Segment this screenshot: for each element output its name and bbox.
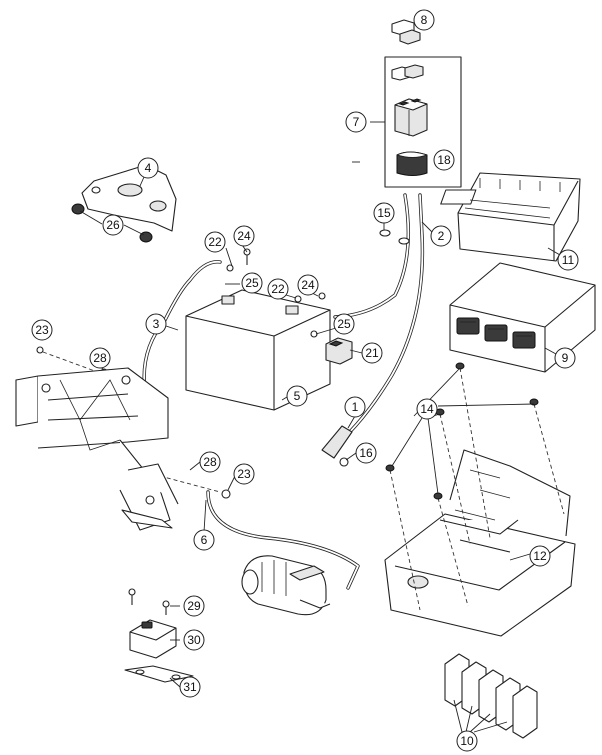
starter-motor-part-6 — [241, 555, 331, 616]
wiring-harness — [142, 193, 425, 590]
callout-14: 14 — [416, 398, 438, 420]
callout-2: 2 — [430, 225, 452, 247]
callout-8: 8 — [413, 9, 435, 31]
svg-text:24: 24 — [237, 229, 251, 243]
callout-28-a: 28 — [89, 347, 111, 369]
fuse-part-8 — [391, 19, 421, 45]
callout-24-b: 24 — [297, 274, 319, 296]
callout-10: 10 — [456, 730, 478, 752]
svg-text:24: 24 — [301, 278, 315, 292]
callout-18: 18 — [433, 149, 455, 171]
terminal-part-16 — [321, 425, 353, 467]
callout-15: 15 — [373, 202, 395, 224]
callout-26: 26 — [102, 214, 124, 236]
callout-4: 4 — [137, 157, 159, 179]
callout-25-a: 25 — [241, 272, 263, 294]
callout-3: 3 — [145, 313, 167, 335]
svg-text:6: 6 — [201, 533, 208, 547]
part-14-guide-lines — [385, 362, 565, 611]
svg-text:26: 26 — [106, 218, 120, 232]
svg-text:29: 29 — [187, 599, 201, 613]
svg-text:28: 28 — [93, 351, 107, 365]
svg-text:10: 10 — [460, 734, 474, 748]
callout-9: 9 — [554, 347, 576, 369]
svg-text:23: 23 — [35, 323, 49, 337]
callout-28-b: 28 — [199, 451, 221, 473]
svg-text:30: 30 — [187, 633, 201, 647]
callout-16: 16 — [355, 442, 377, 464]
svg-text:23: 23 — [237, 467, 251, 481]
svg-text:2: 2 — [438, 229, 445, 243]
bracket-part-4 — [71, 164, 177, 243]
svg-text:4: 4 — [145, 161, 152, 175]
svg-text:28: 28 — [203, 455, 217, 469]
control-unit-part-9 — [449, 262, 596, 373]
callout-24-a: 24 — [233, 225, 255, 247]
callout-25-b: 25 — [333, 313, 355, 335]
callout-12: 12 — [529, 545, 551, 567]
svg-text:22: 22 — [271, 282, 285, 296]
svg-text:22: 22 — [208, 235, 222, 249]
svg-text:3: 3 — [153, 317, 160, 331]
svg-text:15: 15 — [377, 206, 391, 220]
callout-6: 6 — [193, 529, 215, 551]
callout-29: 29 — [183, 595, 205, 617]
callout-30: 30 — [183, 629, 205, 651]
callout-7: 7 — [345, 111, 367, 133]
svg-text:5: 5 — [294, 389, 301, 403]
svg-text:25: 25 — [337, 317, 351, 331]
callout-1: 1 — [344, 396, 366, 418]
frame — [15, 367, 179, 531]
svg-text:1: 1 — [352, 400, 359, 414]
ecu-housing-part-11 — [440, 172, 581, 262]
callout-23-a: 23 — [31, 319, 53, 341]
callout-22-b: 22 — [267, 278, 289, 300]
callout-11: 11 — [557, 249, 579, 271]
svg-text:18: 18 — [437, 153, 451, 167]
svg-text:7: 7 — [353, 115, 360, 129]
svg-text:31: 31 — [183, 680, 197, 694]
fuse-blocks-part-10 — [444, 653, 538, 739]
svg-text:14: 14 — [420, 402, 434, 416]
svg-text:16: 16 — [359, 446, 373, 460]
callout-23-b: 23 — [233, 463, 255, 485]
callout-21: 21 — [361, 342, 383, 364]
fasteners — [36, 229, 410, 615]
callout-31: 31 — [179, 676, 201, 698]
callout-22-a: 22 — [204, 231, 226, 253]
svg-text:9: 9 — [562, 351, 569, 365]
svg-text:21: 21 — [365, 346, 379, 360]
connector-part-21 — [325, 337, 353, 365]
battery-tray-part-12 — [384, 449, 576, 637]
svg-text:11: 11 — [562, 253, 575, 267]
regulator-part-30 — [124, 619, 194, 683]
svg-text:8: 8 — [421, 13, 428, 27]
callout-5: 5 — [286, 385, 308, 407]
relay-group-7 — [370, 56, 462, 188]
svg-text:25: 25 — [245, 276, 259, 290]
battery-part-5 — [185, 289, 331, 411]
svg-text:12: 12 — [533, 549, 547, 563]
